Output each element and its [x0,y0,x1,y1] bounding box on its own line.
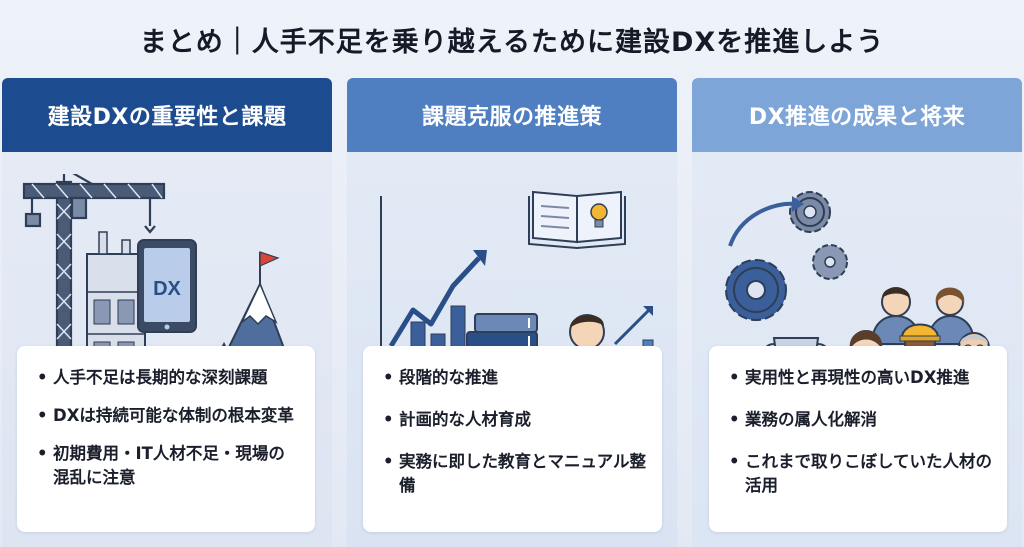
open-book-icon [528,190,626,250]
list-item: •計画的な人材育成 [383,410,531,429]
gears-icon [725,191,848,321]
column-importance: 建設DXの重要性と課題 [2,78,332,547]
column-heading: 課題克服の推進策 [347,78,677,152]
column-heading: 建設DXの重要性と課題 [2,78,332,152]
sparkle-icon [966,490,1000,524]
list-item: •実用性と再現性の高いDX推進 [729,368,970,387]
list-item: •業務の属人化解消 [729,410,877,429]
bullet-list: •段階的な推進 •計画的な人材育成 •実務に即した教育とマニュアル整備 [363,346,662,532]
list-item: •段階的な推進 [383,368,498,387]
list-item: •実務に即した教育とマニュアル整備 [383,452,647,495]
list-item: •初期費用・IT人材不足・現場の混乱に注意 [37,444,285,487]
tablet-label: DX [153,278,181,300]
list-item: •DXは持続可能な体制の根本変革 [37,406,294,425]
list-item: •人手不足は長期的な深刻課題 [37,368,268,387]
page-title: まとめ｜人手不足を乗り越えるために建設DXを推進しよう [139,26,885,58]
list-item: •これまで取りこぼしていた人材の活用 [729,452,993,495]
column-heading: DX推進の成果と将来 [692,78,1022,152]
column-strategies: 課題克服の推進策 [347,78,677,547]
column-results: DX推進の成果と将来 [692,78,1022,547]
bullet-list: •人手不足は長期的な深刻課題 •DXは持続可能な体制の根本変革 •初期費用・IT… [17,346,315,532]
tablet-icon: DX [137,239,197,333]
bullet-list: •実用性と再現性の高いDX推進 •業務の属人化解消 •これまで取りこぼしていた人… [709,346,1007,532]
